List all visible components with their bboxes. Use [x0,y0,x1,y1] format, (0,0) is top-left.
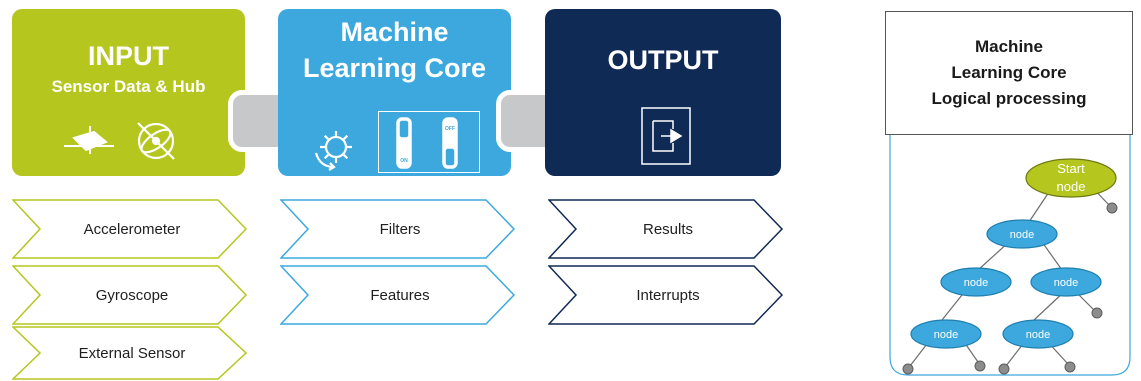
tree-node: node [1002,319,1074,349]
chevron-shape [548,199,784,259]
list-item: Accelerometer [12,199,248,259]
tree-node: node [1030,267,1102,297]
exit-arrow-icon [641,107,691,165]
input-subtitle: Sensor Data & Hub [51,77,206,96]
node-label: node [1010,229,1034,241]
list-item: Filters [280,199,516,259]
list-item: Gyroscope [12,265,248,325]
input-item-label: External Sensor [78,344,186,362]
leaf-node [1091,307,1103,319]
node-label: node [1026,329,1050,341]
accelerometer-chip-icon [64,126,114,154]
output-item-label: Interrupts [636,286,700,304]
input-item-label: Gyroscope [95,286,169,304]
output-block: OUTPUT [545,9,781,176]
tree-node: node [940,267,1012,297]
switch-off-label: OFF [445,126,455,132]
leaf-node [974,360,986,372]
tree-node: node [986,219,1058,249]
input-item-label: Accelerometer [83,220,181,238]
start-node-label-line2: node [1057,179,1086,194]
gyroscope-icon [137,122,175,160]
list-item: Results [548,199,784,259]
leaf-node [998,363,1010,375]
node-label: node [934,329,958,341]
input-title: INPUT [88,41,169,71]
decision-tree: Start node node node node node node [902,158,1118,375]
switch-panel: ON OFF [378,111,480,173]
mlc-block: Machine Learning Core ON OFF [278,9,511,176]
leaf-node [1064,361,1076,373]
list-item: Interrupts [548,265,784,325]
output-title: OUTPUT [607,45,719,75]
gear-cycle-icon [314,131,352,171]
mlc-title-line2: Learning Core [302,53,487,83]
node-label: node [1054,277,1078,289]
tree-node: node [910,319,982,349]
tree-header-line1: Machine [974,37,1044,56]
tree-header-line2: Learning Core [951,63,1067,82]
tree-header-line3: Logical processing [931,89,1087,108]
mlc-item-label: Features [370,286,430,304]
list-item: External Sensor [12,326,248,380]
chevron-shape [12,326,248,380]
chevron-shape [280,199,516,259]
mlc-item-label: Filters [379,220,421,238]
start-node: Start node [1025,158,1117,198]
list-item: Features [280,265,516,325]
chevron-shape [12,265,248,325]
chevron-shape [280,265,516,325]
node-label: node [964,277,988,289]
mlc-title-line1: Machine [340,17,449,47]
leaf-nodes [902,202,1118,375]
leaf-node [1106,202,1118,214]
switch-on-label: ON [400,158,408,164]
input-block: INPUT Sensor Data & Hub [12,9,245,176]
chevron-shape [12,199,248,259]
leaf-node [902,363,914,375]
chevron-shape [548,265,784,325]
start-node-label-line1: Start [1057,161,1085,176]
output-item-label: Results [642,220,694,238]
switch-off-on-icon: ON OFF [396,117,458,169]
tree-panel-header: Machine Learning Core Logical processing [885,11,1133,135]
